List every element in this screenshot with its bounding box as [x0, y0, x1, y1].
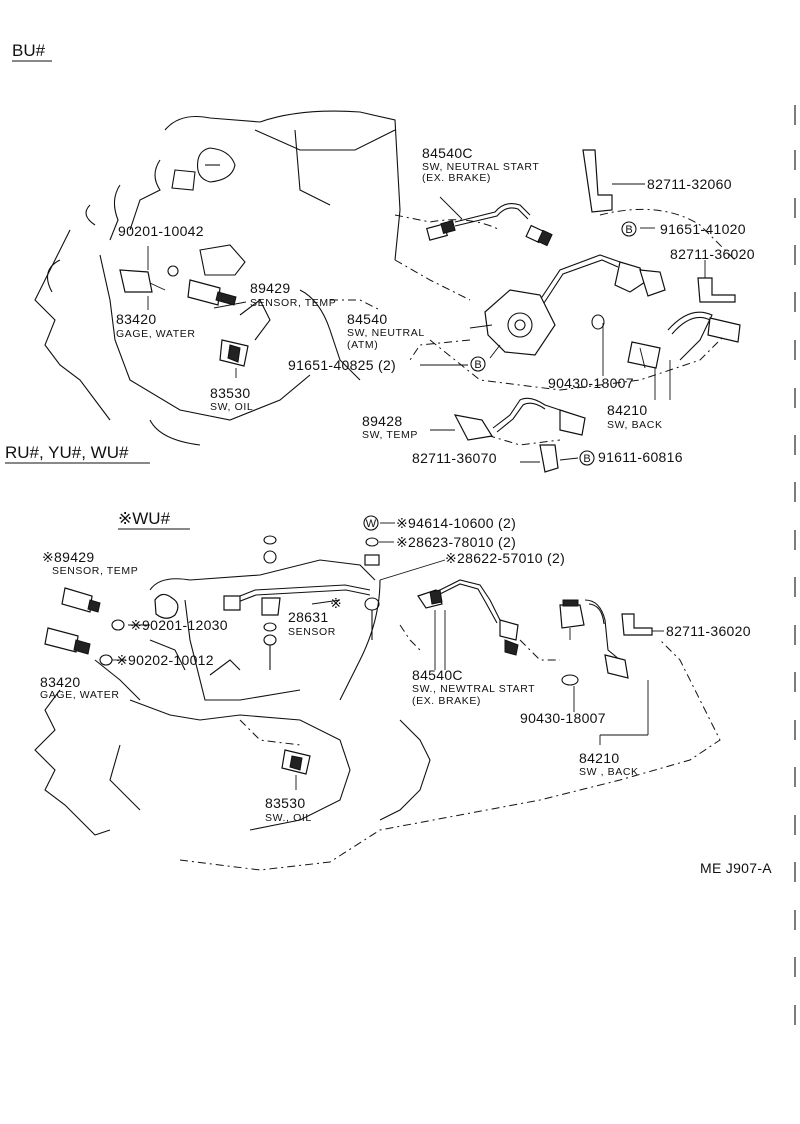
- label-89429-lower: ※89429: [42, 549, 94, 565]
- label-28631: 28631: [288, 609, 328, 625]
- sensors-upper-left: [119, 246, 249, 367]
- part-84210-lower: [559, 599, 629, 686]
- label-83420-lower: 83420: [40, 674, 80, 690]
- section-title-bu: BU#: [12, 41, 52, 62]
- label-28622-57010: ※28622-57010 (2): [445, 550, 565, 566]
- leader-lines-lower: [112, 522, 664, 790]
- desc-83530: SW, OIL: [210, 401, 253, 413]
- label-91611-60816: 91611-60816: [598, 449, 683, 465]
- label-90201-10042: 90201-10042: [118, 223, 204, 239]
- desc-84540-2: (ATM): [347, 339, 378, 351]
- label-84210-lower: 84210: [579, 750, 619, 766]
- section-title-ru-yu-wu: RU#, YU#, WU#: [5, 443, 150, 464]
- label-82711-36020: 82711-36020: [670, 246, 755, 262]
- svg-text:B: B: [625, 224, 632, 236]
- label-84210: 84210: [607, 402, 647, 418]
- callout-b-1: B: [621, 221, 637, 237]
- desc-84210-lower: SW , BACK: [579, 766, 639, 778]
- label-84540c-lower: 84540C: [412, 667, 463, 683]
- desc-84210: SW, BACK: [607, 419, 663, 431]
- callout-b-2: B: [470, 356, 486, 372]
- bracket-82711-36020: [697, 277, 736, 303]
- label-89429: 89429: [250, 280, 290, 296]
- label-90430-18007: 90430-18007: [548, 375, 634, 391]
- callout-b-3: B: [579, 450, 595, 466]
- label-90201-12030: ※90201-12030: [130, 617, 228, 633]
- label-28623-78010: ※28623-78010 (2): [396, 534, 516, 550]
- desc-84540-1: SW, NEUTRAL: [347, 327, 425, 339]
- svg-text:B: B: [583, 453, 590, 465]
- bracket-82711-36020-lower: [621, 613, 653, 636]
- part-84210-upper: [627, 311, 741, 369]
- engine-outline-lower: [34, 559, 721, 871]
- leader-lines-upper: [147, 196, 706, 463]
- desc-84540c-lower-1: SW., NEWTRAL START: [412, 683, 535, 695]
- label-84540: 84540: [347, 311, 387, 327]
- label-83420: 83420: [116, 311, 156, 327]
- label-89428: 89428: [362, 413, 402, 429]
- svg-text:W: W: [366, 518, 377, 530]
- sensor-wire-28631: [223, 535, 380, 670]
- label-94614-10600: ※94614-10600 (2): [396, 515, 516, 531]
- svg-text:RU#, YU#, WU#: RU#, YU#, WU#: [5, 443, 129, 462]
- bracket-82711-32060: [582, 149, 645, 213]
- sensors-lower-left: [44, 587, 311, 775]
- label-84540c: 84540C: [422, 145, 473, 161]
- desc-83420: GAGE, WATER: [116, 328, 196, 340]
- washer-90430-upper: [591, 314, 605, 330]
- label-83530-lower: 83530: [265, 795, 305, 811]
- engine-outline-upper: [34, 110, 736, 446]
- part-84540c-lower: [417, 579, 519, 656]
- callout-w: W: [363, 515, 379, 531]
- desc-84540c-1: SW, NEUTRAL START: [422, 161, 539, 173]
- label-91651-41020: 91651-41020: [660, 221, 746, 237]
- desc-84540c-2: (EX. BRAKE): [422, 172, 491, 184]
- label-83530: 83530: [210, 385, 250, 401]
- label-82711-36070: 82711-36070: [412, 450, 497, 466]
- part-89428-upper: [453, 397, 586, 473]
- section-title-wu: ※WU#: [118, 509, 190, 530]
- svg-text:B: B: [474, 359, 481, 371]
- part-84540c-upper: [426, 203, 553, 247]
- label-82711-32060: 82711-32060: [647, 176, 732, 192]
- desc-28631: SENSOR: [288, 626, 336, 638]
- label-90430-18007-lower: 90430-18007: [520, 710, 606, 726]
- desc-83530-lower: SW., OIL: [265, 812, 312, 824]
- label-91651-40825: 91651-40825 (2): [288, 357, 396, 373]
- desc-84540c-lower-2: (EX. BRAKE): [412, 695, 481, 707]
- desc-89429: SENSOR, TEMP: [250, 297, 336, 309]
- svg-text:BU#: BU#: [12, 41, 46, 60]
- star-28631: ※: [330, 595, 342, 611]
- figure-code: ME J907-A: [700, 860, 772, 876]
- desc-89429-lower: SENSOR, TEMP: [52, 565, 138, 577]
- label-82711-36020-lower: 82711-36020: [666, 623, 751, 639]
- harness-84540-atm: [484, 254, 666, 356]
- label-90202-10012: ※90202-10012: [116, 652, 214, 668]
- svg-text:※WU#: ※WU#: [118, 509, 171, 528]
- desc-83420-lower: GAGE, WATER: [40, 689, 120, 701]
- desc-89428: SW, TEMP: [362, 429, 418, 441]
